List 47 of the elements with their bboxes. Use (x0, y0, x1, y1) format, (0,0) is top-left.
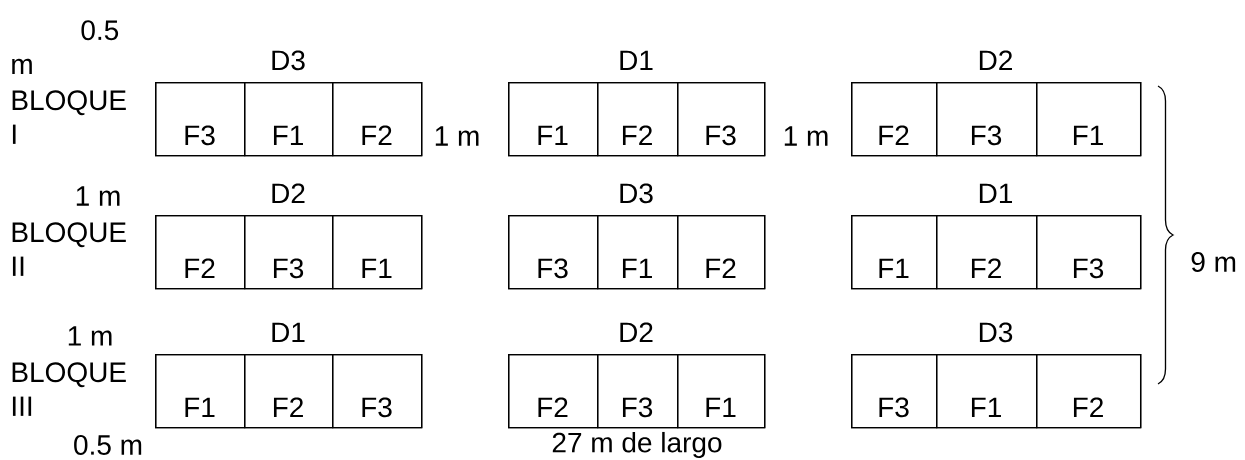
node-label: D2 (620, 322, 653, 342)
block-label: BLOQUE II (12, 222, 126, 276)
plot-cell: F1 (244, 82, 334, 157)
plot-cell: F3 (851, 354, 938, 429)
plot-cell: F1 (936, 354, 1038, 429)
plot-cell: F3 (597, 354, 679, 429)
plot-cell: F3 (936, 82, 1038, 157)
node-label: D2 (272, 183, 305, 203)
plot-cell: F1 (1036, 82, 1142, 157)
plot-cell: F1 (851, 215, 938, 290)
node-label: D1 (272, 322, 305, 342)
node-label: D1 (979, 183, 1013, 203)
plot-cell: F2 (155, 215, 246, 290)
dimension-label: 27 m de largo (552, 431, 722, 459)
node-label: D3 (620, 183, 653, 204)
plot-cell: F1 (677, 354, 766, 429)
plot-cell: F2 (508, 354, 599, 429)
plot-cell: F1 (155, 354, 246, 429)
node-label: D3 (979, 322, 1013, 343)
plot-cell: F1 (597, 215, 679, 290)
block-label: BLOQUE III (12, 362, 126, 416)
plot-cell: F2 (244, 354, 334, 429)
dimension-label: 0.5 m (12, 20, 119, 74)
dimension-label: 0.5 m (74, 435, 142, 455)
plot-cell: F2 (677, 215, 766, 290)
plot-cell: F2 (851, 82, 938, 157)
node-label: D3 (272, 50, 305, 71)
plot-cell: F2 (1036, 354, 1142, 429)
dimension-label: 1 m (784, 126, 828, 146)
plot-cell: F1 (332, 215, 423, 290)
dimension-label: 1 m (76, 186, 120, 206)
plot-cell: F1 (508, 82, 599, 157)
block-label: BLOQUE I (12, 90, 126, 144)
plot-cell: F3 (1036, 215, 1142, 290)
plot-cell: F3 (677, 82, 766, 157)
node-label: D1 (620, 50, 653, 70)
plot-cell: F3 (332, 354, 423, 429)
plot-cell: F3 (508, 215, 599, 290)
plot-cell: F2 (332, 82, 423, 157)
dimension-label: 1 m (68, 326, 112, 346)
dimension-label: 9 m (1191, 252, 1236, 272)
plot-cell: F3 (244, 215, 334, 290)
plot-cell: F2 (597, 82, 679, 157)
node-label: D2 (979, 50, 1012, 70)
plot-cell: F2 (936, 215, 1038, 290)
dimension-label: 1 m (435, 126, 479, 146)
plot-cell: F3 (155, 82, 246, 157)
